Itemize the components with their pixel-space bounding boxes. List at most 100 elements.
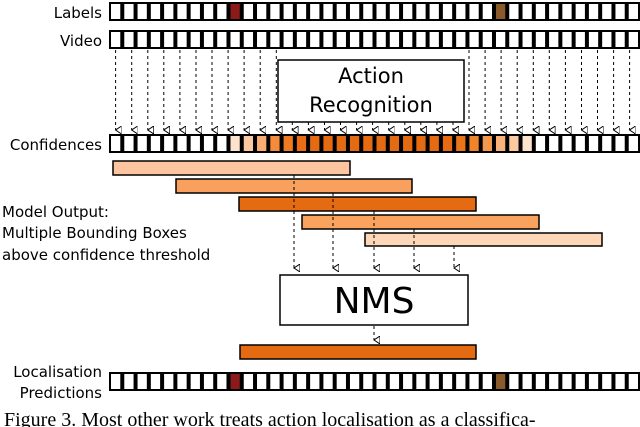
proposal-box-5 [364,232,603,247]
video-cell [150,32,161,47]
video-cell [283,32,293,47]
confidence-cell [535,136,546,151]
video-cell [349,32,360,47]
labels-cell [230,4,240,19]
video-cell [124,32,134,47]
prediction-cell [124,374,134,389]
prediction-cell [456,374,466,389]
action-recognition-line-2: Recognition [309,93,433,117]
confidence-cell [602,136,612,151]
video-cell [203,32,214,47]
video-cell [469,32,479,47]
labels-cell [403,4,413,19]
labels-cell [429,4,439,19]
prediction-cell [389,374,400,389]
proposal-box-3 [238,196,477,212]
labels-cell [257,4,267,19]
labels-cell [615,4,625,19]
confidence-cell [270,136,280,151]
confidence-cell [349,136,360,151]
labels-cell [336,4,346,19]
prediction-cell [349,374,360,389]
confidence-cell [150,136,161,151]
proposal-box-4 [301,214,540,230]
video-strip [109,30,640,49]
confidence-cell [495,136,506,151]
labels-cell [150,4,161,19]
prediction-cell [602,374,612,389]
labels-strip [109,2,640,21]
model-output-line-1: Model Output: [2,203,109,221]
prediction-cell [575,374,585,389]
prediction-cell [615,374,625,389]
labels-cell [310,4,320,19]
labels-cell [203,4,214,19]
video-cell [456,32,466,47]
confidence-cell [376,136,386,151]
prediction-cell [177,374,187,389]
video-cell [562,32,572,47]
labels-cell [442,4,453,19]
confidence-cell [522,136,532,151]
labels-cell [177,4,187,19]
confidence-cell [230,136,240,151]
labels-cell [111,4,121,19]
video-cell [588,32,599,47]
prediction-cell [164,374,174,389]
nms-label: NMS [334,281,415,322]
video-cell [482,32,492,47]
confidence-cell [283,136,293,151]
prediction-cell [442,374,453,389]
prediction-cell [323,374,333,389]
video-to-confidence-arrows [116,50,630,130]
video-cell [164,32,174,47]
prediction-cell [562,374,572,389]
labels-cell [283,4,293,19]
confidence-cell [403,136,413,151]
video-cell [389,32,400,47]
labels-cell [296,4,307,19]
video-cell [442,32,453,47]
labels-cell [522,4,532,19]
labels-cell [562,4,572,19]
confidence-cell [296,136,307,151]
labels-frame [109,2,640,21]
confidence-cell [482,136,492,151]
video-cell [363,32,373,47]
confidence-cell [243,136,254,151]
prediction-cell [376,374,386,389]
confidence-cell [177,136,187,151]
labels-cell [416,4,426,19]
video-cell [416,32,426,47]
labels-cell [217,4,227,19]
video-cell [628,32,639,47]
video-cell [177,32,187,47]
confidence-cell [416,136,426,151]
video-cell [495,32,506,47]
video-cell [310,32,320,47]
video-cell [243,32,254,47]
video-cell [190,32,200,47]
labels-cell [482,4,492,19]
labels-cell [469,4,479,19]
confidence-cell [549,136,559,151]
confidence-cell [628,136,639,151]
labels-cell [190,4,200,19]
video-cell [509,32,519,47]
localisation-line-1: Localisation [13,363,102,381]
prediction-cell [336,374,346,389]
prediction-cell [217,374,227,389]
labels-cell [363,4,373,19]
prediction-cell [363,374,373,389]
video-cell [323,32,333,47]
confidence-cell [575,136,585,151]
labels-cell [389,4,400,19]
confidence-cell [442,136,453,151]
prediction-cell [203,374,214,389]
action-recognition-box: Action Recognition [277,59,465,123]
confidence-cell [429,136,439,151]
confidence-cell [336,136,346,151]
prediction-cell [403,374,413,389]
labels-cell [575,4,585,19]
